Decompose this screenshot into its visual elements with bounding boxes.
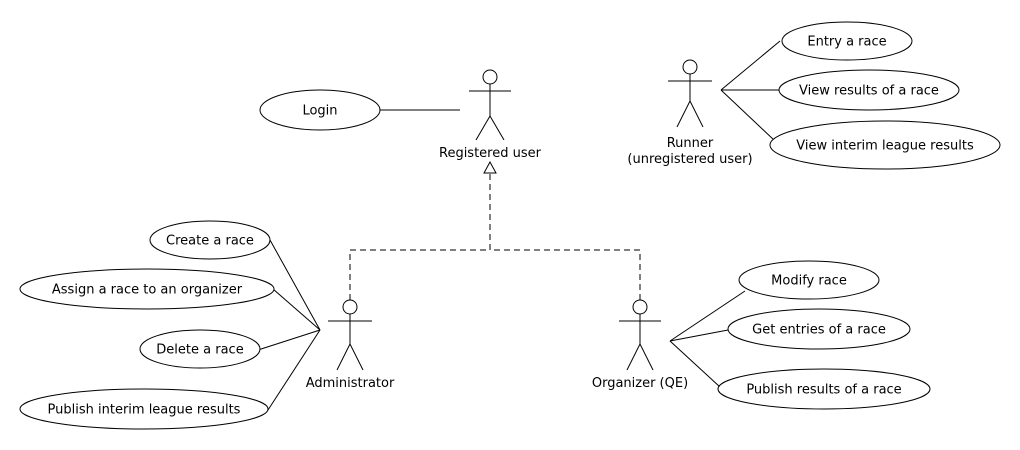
use-case-label-assign-race: Assign a race to an organizer <box>52 283 243 298</box>
use-case-login: Login <box>259 89 381 131</box>
use-case-delete-race: Delete a race <box>139 329 261 369</box>
use-case-label-view-interim: View interim league results <box>796 139 974 154</box>
use-case-publish-results: Publish results of a race <box>717 368 931 410</box>
generalization <box>349 160 641 300</box>
actor-label-administrator: Administrator <box>306 376 395 391</box>
association-get-entries <box>669 329 729 342</box>
use-case-view-interim: View interim league results <box>769 120 1001 170</box>
use-case-label-entry-race: Entry a race <box>807 35 886 50</box>
associations <box>257 40 781 411</box>
use-case-label-login: Login <box>302 104 337 119</box>
generalization-line-organizer <box>490 249 641 300</box>
use-case-label-delete-race: Delete a race <box>156 343 243 358</box>
association-assign-race <box>272 288 321 331</box>
actor-administrator: Administrator <box>306 299 395 391</box>
use-case-label-create-race: Create a race <box>166 234 254 249</box>
generalization-arrowhead <box>483 160 497 174</box>
use-case-entry-race: Entry a race <box>781 21 913 61</box>
association-entry-race <box>720 40 781 91</box>
use-case-label-publish-interim: Publish interim league results <box>48 403 241 418</box>
generalization-line-administrator <box>349 173 491 300</box>
actor-label-registered-user: Registered user <box>439 146 542 161</box>
association-publish-interim <box>267 329 321 411</box>
association-modify-race <box>669 290 746 342</box>
actor-registered-user: Registered user <box>439 69 542 161</box>
association-delete-race <box>257 329 321 351</box>
use-case-label-view-results: View results of a race <box>799 84 939 99</box>
use-case-modify-race: Modify race <box>738 260 880 300</box>
use-case-label-modify-race: Modify race <box>771 274 847 289</box>
actor-note-runner: (unregistered user) <box>627 152 752 167</box>
use-case-view-results: View results of a race <box>778 69 960 111</box>
association-create-race <box>269 239 321 331</box>
association-view-interim <box>720 89 776 142</box>
actor-runner: Runner (unregistered user) <box>627 59 753 167</box>
association-publish-results <box>669 340 721 388</box>
actor-label-runner: Runner <box>667 136 714 151</box>
use-case-assign-race: Assign a race to an organizer <box>19 268 275 310</box>
use-case-label-publish-results: Publish results of a race <box>746 383 901 398</box>
actor-organizer: Organizer (QE) <box>592 299 688 391</box>
actor-label-organizer: Organizer (QE) <box>592 376 688 391</box>
use-case-publish-interim: Publish interim league results <box>19 388 269 430</box>
use-case-create-race: Create a race <box>149 220 271 260</box>
use-case-label-get-entries: Get entries of a race <box>752 323 886 338</box>
use-case-get-entries: Get entries of a race <box>727 308 911 350</box>
